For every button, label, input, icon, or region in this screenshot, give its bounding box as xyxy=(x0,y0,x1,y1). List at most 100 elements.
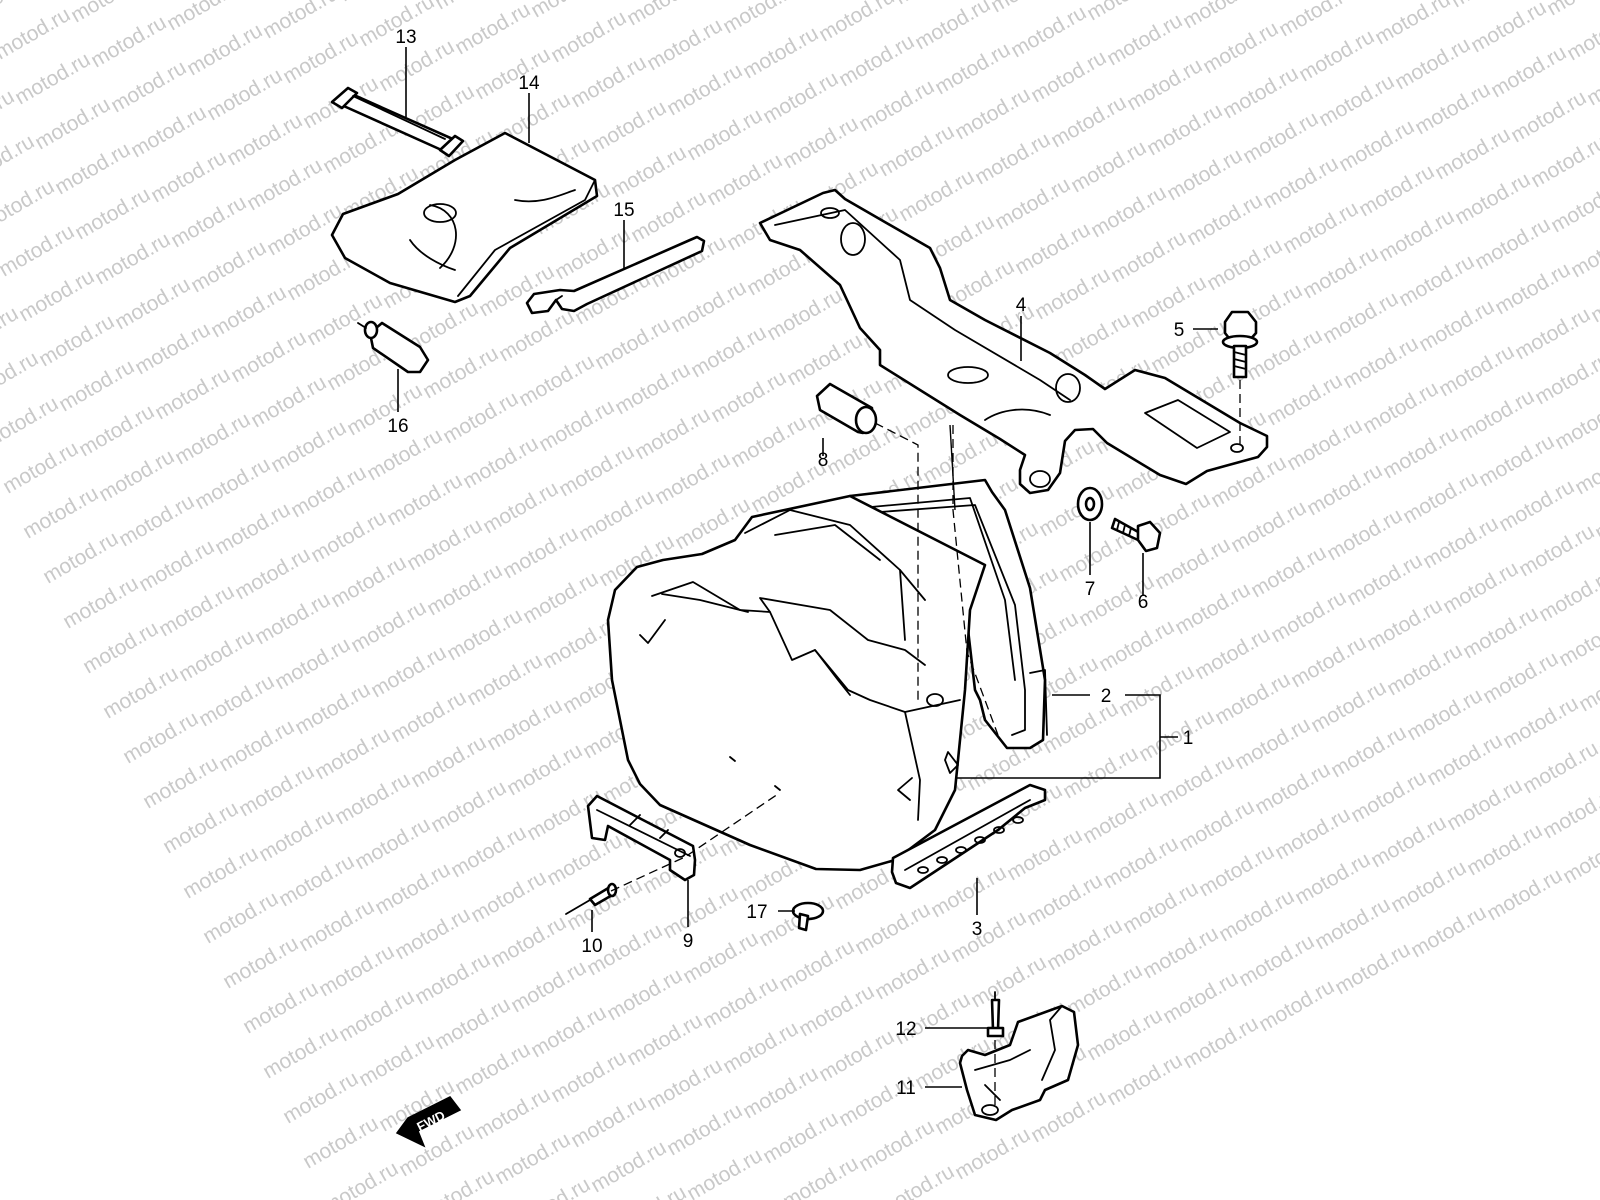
watermark-text: motod.ru xyxy=(1539,782,1600,843)
watermark-text: motod.ru xyxy=(1023,869,1106,930)
watermark-text: motod.ru xyxy=(451,0,534,59)
watermark-text: motod.ru xyxy=(1415,295,1498,356)
watermark-text: motod.ru xyxy=(1543,0,1600,20)
watermark-text: motod.ru xyxy=(459,432,542,493)
watermark-text: motod.ru xyxy=(411,948,494,1009)
watermark-text: motod.ru xyxy=(231,543,314,604)
watermark-text: motod.ru xyxy=(1283,414,1366,475)
watermark-text: motod.ru xyxy=(835,30,918,91)
watermark-text: motod.ru xyxy=(247,371,330,432)
watermark-text: motod.ru xyxy=(0,220,78,281)
watermark-text: motod.ru xyxy=(391,903,474,964)
watermark-text: motod.ru xyxy=(195,670,278,731)
watermark-text: motod.ru xyxy=(99,662,182,723)
part-13-strap xyxy=(330,86,465,158)
watermark-text: motod.ru xyxy=(1011,218,1094,279)
watermark-text: motod.ru xyxy=(335,985,418,1046)
watermark-text: motod.ru xyxy=(259,1022,342,1083)
watermark-text: motod.ru xyxy=(1191,623,1274,684)
watermark-text: motod.ru xyxy=(119,707,202,768)
watermark-text: motod.ru xyxy=(779,112,862,173)
watermark-text: motod.ru xyxy=(1403,684,1486,745)
part-8-collar xyxy=(815,382,878,435)
watermark-text: motod.ru xyxy=(815,1025,898,1086)
watermark-text: motod.ru xyxy=(663,1099,746,1160)
watermark-text: motod.ru xyxy=(1175,795,1258,856)
watermark-text: motod.ru xyxy=(1423,729,1506,790)
watermark-text: motod.ru xyxy=(307,506,390,567)
watermark-text: motod.ru xyxy=(1103,9,1186,70)
watermark-text: motod.ru xyxy=(1267,586,1350,647)
watermark-text: motod.ru xyxy=(663,59,746,120)
watermark-text: motod.ru xyxy=(171,408,254,469)
watermark-text: motod.ru xyxy=(875,1160,958,1200)
watermark-text: motod.ru xyxy=(0,3,74,64)
watermark-text: motod.ru xyxy=(0,392,62,453)
leader-lines xyxy=(397,47,1218,1088)
watermark-text: motod.ru xyxy=(1499,692,1582,753)
watermark-text: motod.ru xyxy=(279,27,362,88)
watermark-text: motod.ru xyxy=(147,146,230,207)
watermark-text: motod.ru xyxy=(1263,369,1346,430)
watermark-text: motod.ru xyxy=(1495,475,1578,536)
watermark-text: motod.ru xyxy=(219,932,302,993)
watermark-text: motod.ru xyxy=(463,649,546,710)
watermark-text: motod.ru xyxy=(87,11,170,72)
watermark-text: motod.ru xyxy=(295,895,378,956)
watermark-text: motod.ru xyxy=(1279,197,1362,258)
watermark-text: motod.ru xyxy=(967,951,1050,1012)
watermark-text: motod.ru xyxy=(783,329,866,390)
watermark-text: motod.ru xyxy=(447,821,530,882)
part-14-cover xyxy=(330,131,599,304)
watermark-text: motod.ru xyxy=(427,776,510,837)
watermark-text: motod.ru xyxy=(1031,263,1114,324)
watermark-text: motod.ru xyxy=(1179,1012,1262,1073)
watermark-text: motod.ru xyxy=(1183,189,1266,250)
watermark-text: motod.ru xyxy=(19,482,102,543)
watermark-text: motod.ru xyxy=(175,625,258,686)
watermark-text: motod.ru xyxy=(139,752,222,813)
watermark-text: motod.ru xyxy=(1119,877,1202,938)
watermark-text: motod.ru xyxy=(543,829,626,890)
watermark-text: motod.ru xyxy=(1435,340,1518,401)
watermark-text: motod.ru xyxy=(1147,316,1230,377)
watermark-text: motod.ru xyxy=(55,355,138,416)
watermark-text: motod.ru xyxy=(255,805,338,866)
watermark-text: motod.ru xyxy=(631,403,714,464)
watermark-text: motod.ru xyxy=(191,453,274,514)
watermark-text: motod.ru xyxy=(855,1115,938,1176)
watermark-text: motod.ru xyxy=(1231,713,1314,774)
watermark-text: motod.ru xyxy=(275,850,358,911)
watermark-text: motod.ru xyxy=(1347,766,1430,827)
watermark-text: motod.ru xyxy=(1383,639,1466,700)
part-12-rivet xyxy=(986,991,1005,1038)
watermark-text: motod.ru xyxy=(479,477,562,538)
watermark-text: motod.ru xyxy=(227,326,310,387)
part-10-rivet xyxy=(565,882,618,915)
callout-6: 6 xyxy=(1138,592,1149,613)
watermark-text: motod.ru xyxy=(507,956,590,1017)
watermark-text: motod.ru xyxy=(223,109,306,170)
watermark-text: motod.ru xyxy=(1143,99,1226,160)
watermark-text: motod.ru xyxy=(519,567,602,628)
watermark-text: motod.ru xyxy=(739,1062,822,1123)
watermark-text: motod.ru xyxy=(1043,914,1126,975)
callout-labels: 13 14 15 16 4 5 8 7 6 2 1 3 9 10 17 12 1… xyxy=(387,27,1193,1099)
watermark-text: motod.ru xyxy=(311,723,394,784)
watermark-text: motod.ru xyxy=(39,527,122,588)
watermark-text: motod.ru xyxy=(1135,705,1218,766)
watermark-text: motod.ru xyxy=(683,1144,766,1200)
watermark-text: motod.ru xyxy=(1479,647,1562,708)
part-16-damper xyxy=(357,320,430,374)
watermark-text: motod.ru xyxy=(383,469,466,530)
watermark-text: motod.ru xyxy=(855,75,938,136)
watermark-text: motod.ru xyxy=(351,813,434,874)
watermark-text: motod.ru xyxy=(547,1046,630,1107)
watermark-text: motod.ru xyxy=(1443,774,1526,835)
part-5-bolt xyxy=(1221,310,1259,379)
watermark-text: motod.ru xyxy=(1519,737,1600,798)
watermark-text: motod.ru xyxy=(155,580,238,641)
watermark-text: motod.ru xyxy=(815,0,898,46)
watermark-text: motod.ru xyxy=(1151,533,1234,594)
watermark-text: motod.ru xyxy=(547,6,630,67)
